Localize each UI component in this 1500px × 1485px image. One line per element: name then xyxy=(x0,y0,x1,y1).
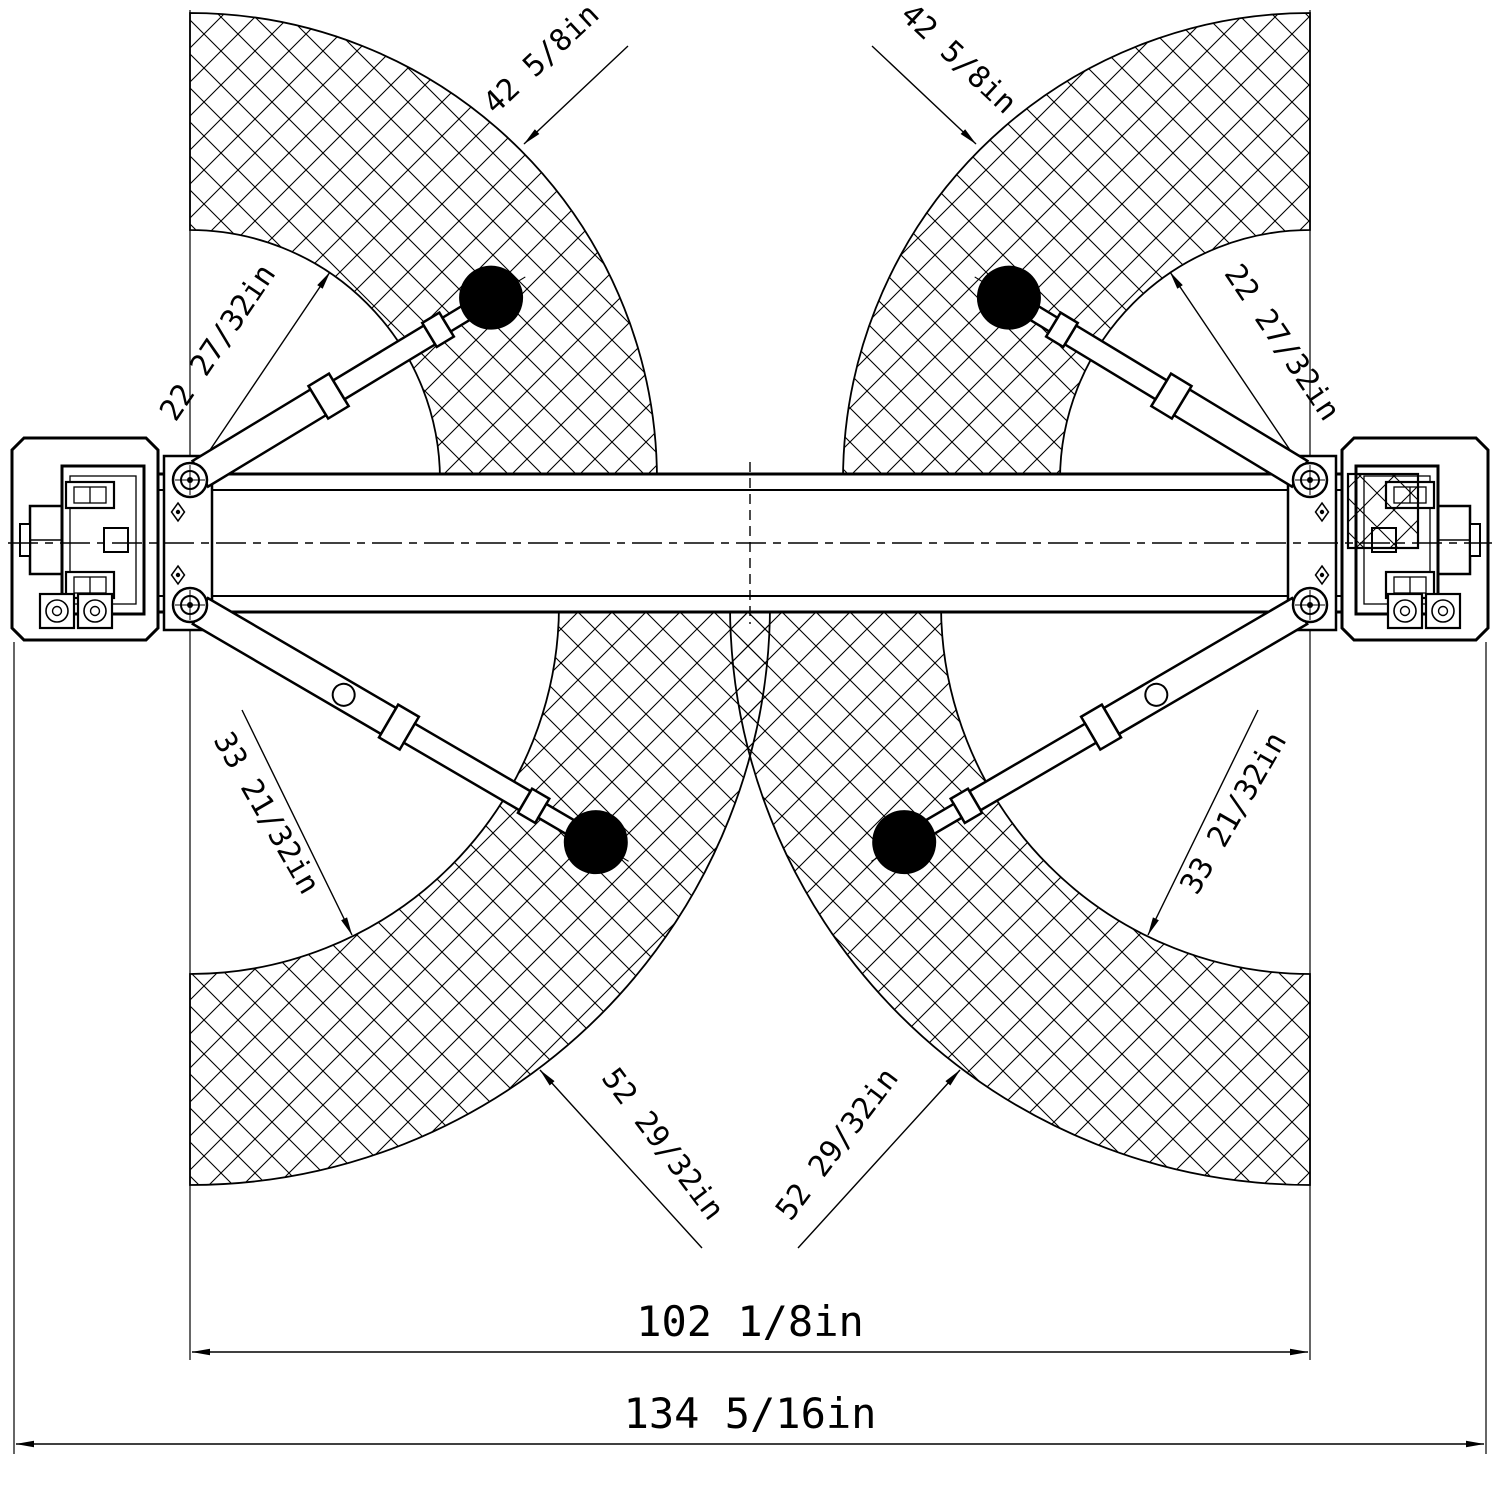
dim-label-overall-width: 134 5/16in xyxy=(624,1389,877,1438)
leader-long-inner-right xyxy=(1147,709,1259,936)
arm-sweep-hatch-lower-right xyxy=(729,604,1311,1186)
leader-long-outer-left xyxy=(539,1069,703,1249)
dim-label-long-inner-right: 33 21/32in xyxy=(1173,726,1294,900)
arm-sweep-hatch-upper-left xyxy=(189,12,658,481)
leader-long-inner-left xyxy=(241,709,353,936)
post-right-hatched-block xyxy=(1346,472,1420,550)
dimension-overall-width: 134 5/16in xyxy=(13,642,1487,1454)
dim-label-long-outer-right: 52 29/32in xyxy=(769,1062,906,1227)
arm-pivot-lower-left xyxy=(171,586,209,624)
dim-label-short-outer-left: 42 5/8in xyxy=(477,0,607,121)
leader-short-inner-left xyxy=(209,271,331,451)
leader-short-outer-right xyxy=(871,45,977,145)
dim-label-short-inner-left: 22 27/32in xyxy=(153,258,283,427)
dimension-inner-width: 102 1/8in xyxy=(191,1297,1309,1356)
leader-long-outer-right xyxy=(797,1069,961,1249)
arm-sweep-hatch-upper-right xyxy=(842,12,1311,481)
leader-short-outer-left xyxy=(523,45,629,145)
arm-pivot-upper-left xyxy=(171,461,209,499)
arm-pivot-lower-right xyxy=(1291,586,1329,624)
dim-label-long-inner-left: 33 21/32in xyxy=(206,726,327,900)
arm-pivot-upper-right xyxy=(1291,461,1329,499)
post-left xyxy=(10,436,160,642)
dim-label-long-outer-left: 52 29/32in xyxy=(594,1062,731,1227)
post-right xyxy=(1340,436,1490,642)
leader-short-inner-right xyxy=(1169,271,1291,451)
arm-sweep-hatch-lower-left xyxy=(189,604,771,1186)
dim-label-short-inner-right: 22 27/32in xyxy=(1217,258,1347,427)
dim-label-inner-width: 102 1/8in xyxy=(636,1297,864,1346)
dim-label-short-outer-right: 42 5/8in xyxy=(894,0,1024,121)
